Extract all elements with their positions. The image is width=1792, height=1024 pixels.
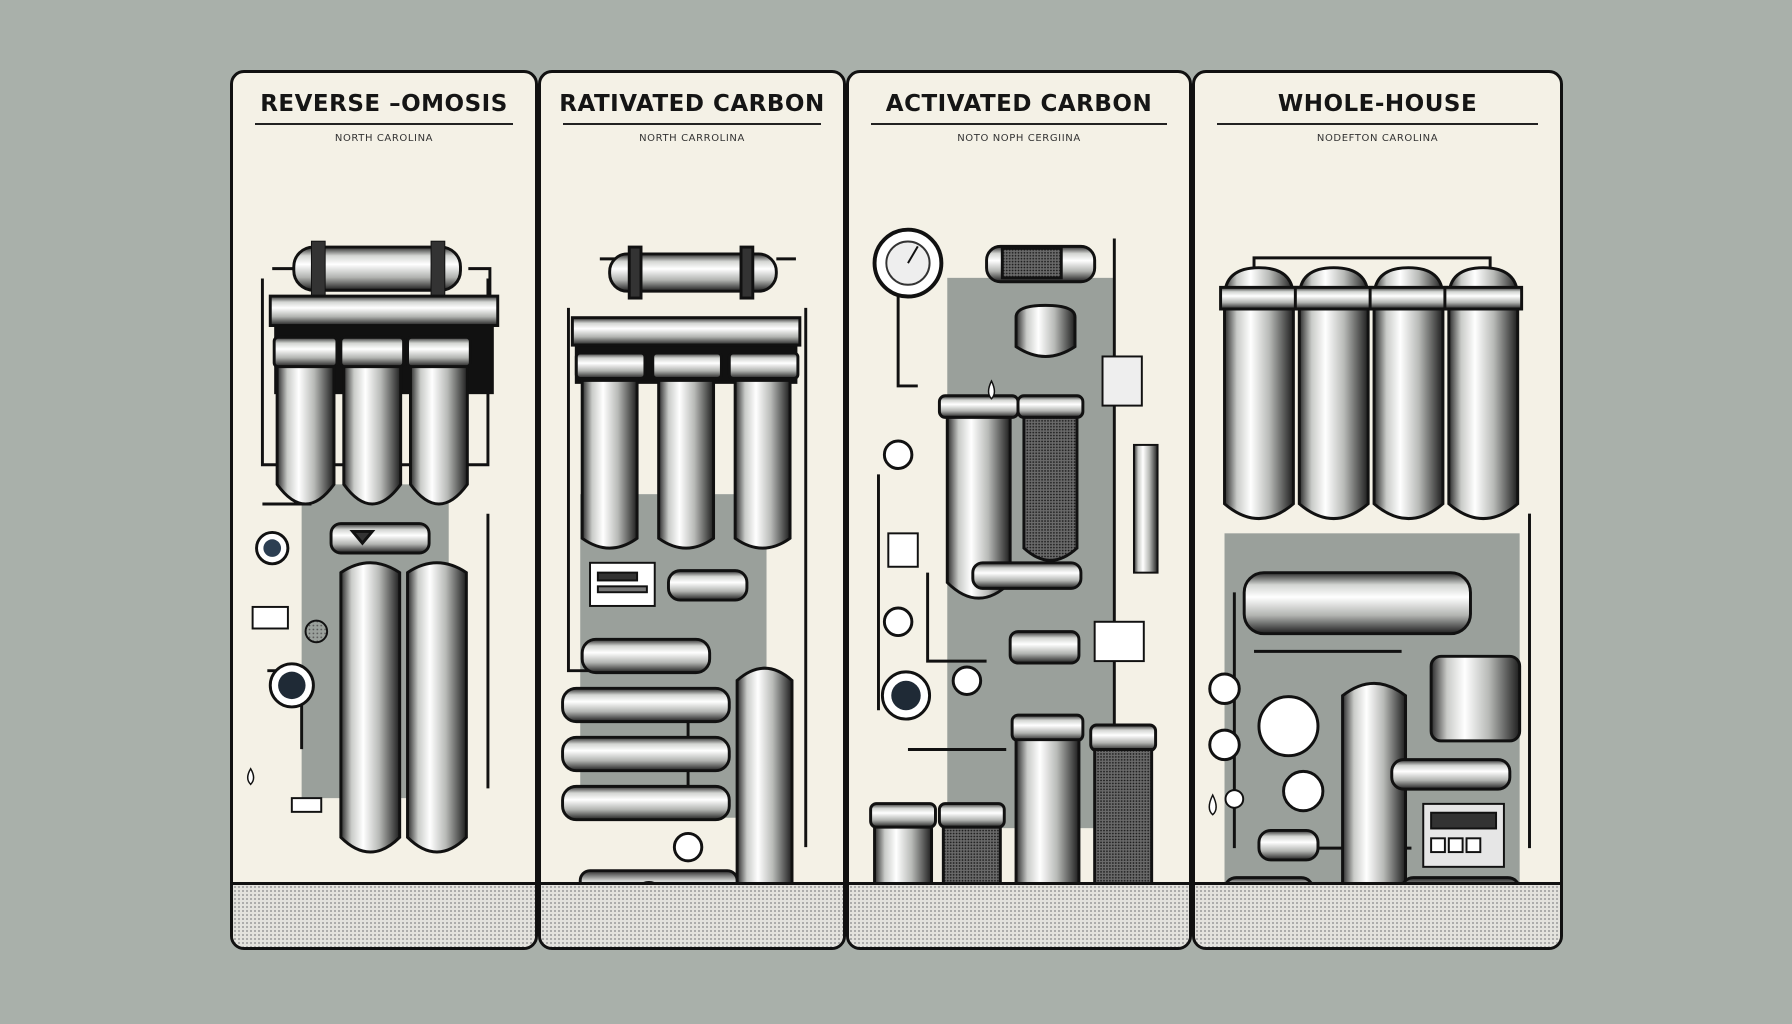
floor-strip (233, 882, 535, 947)
pressure-gauge-icon (872, 227, 983, 721)
panel-whole-house: WHOLE-HOUSE NODEFTON CAROLINA (1192, 70, 1563, 950)
pipe-icon (877, 238, 1116, 789)
filter-housing-icon (869, 713, 1158, 928)
filter-housing-icon (329, 522, 468, 854)
floor-strip (849, 882, 1189, 947)
panel-title: ACTIVATED CARBON (885, 91, 1153, 117)
water-drop-icon (1208, 793, 1217, 816)
panel-reverse-osmosis: REVERSE –OMOSIS NORTH CAROLINA (230, 70, 538, 950)
whole-house-system-illustration (1208, 256, 1531, 947)
filter-housing-icon (272, 335, 472, 506)
control-panel-icon (251, 605, 323, 813)
rativated-carbon-system-illustration (561, 245, 808, 924)
title-divider (1217, 123, 1538, 125)
control-panel-icon (1422, 802, 1505, 868)
control-panel-icon (589, 561, 656, 607)
title-divider (871, 123, 1167, 125)
water-drop-icon (987, 379, 996, 400)
activated-carbon-system-illustration (869, 227, 1159, 928)
panel-rativated-carbon: RATIVATED CARBON NORTH CARROLINA (538, 70, 846, 950)
floor-strip (1195, 882, 1560, 947)
panel-subtitle: NODEFTON CAROLINA (1316, 133, 1439, 144)
panel-title: REVERSE –OMOSIS (260, 91, 508, 117)
filter-housing-icon (570, 245, 802, 550)
panel-title: WHOLE-HOUSE (1277, 91, 1478, 117)
panel-subtitle: NOTO NOPH CERGIINA (957, 133, 1081, 144)
water-drop-icon (246, 767, 255, 786)
panel-activated-carbon: ACTIVATED CARBON NOTO NOPH CERGIINA (846, 70, 1192, 950)
pressure-gauge-icon (1208, 672, 1325, 813)
pressure-gauge-icon (255, 530, 329, 709)
title-divider (255, 123, 513, 125)
reverse-osmosis-system-illustration (246, 240, 500, 854)
panel-subtitle: NORTH CARROLINA (639, 133, 745, 144)
panel-subtitle: NORTH CAROLINA (334, 133, 434, 144)
floor-strip (541, 882, 843, 947)
filter-housing-icon (937, 244, 1097, 665)
control-panel-icon (887, 355, 1159, 663)
panel-title: RATIVATED CARBON (559, 91, 825, 117)
title-divider (563, 123, 821, 125)
